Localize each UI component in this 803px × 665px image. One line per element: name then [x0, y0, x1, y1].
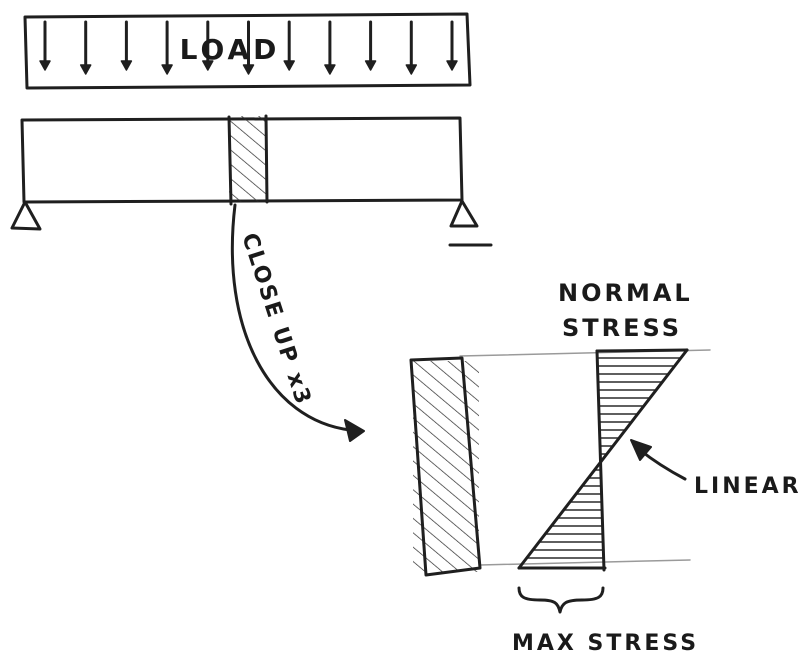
load-arrow-icon	[79, 20, 92, 75]
normal-stress-label-line2: STRESS	[562, 314, 682, 342]
max-stress-brace	[517, 586, 605, 614]
left-support-icon	[10, 200, 42, 231]
load-arrow-icon	[446, 20, 458, 71]
load-arrow-icon	[39, 20, 51, 71]
compression-region-hatching	[526, 469, 604, 559]
load-label: LOAD	[180, 33, 281, 66]
linear-pointer-arrow	[630, 439, 687, 481]
load-arrow-icon	[364, 20, 377, 71]
load-arrows	[39, 20, 458, 75]
load-arrow-icon	[242, 20, 255, 75]
linear-label: LINEAR	[694, 474, 802, 499]
load-arrow-icon	[324, 20, 336, 75]
stress-diagram	[517, 348, 689, 572]
tension-region-hatching	[597, 357, 681, 455]
load-arrow-icon	[120, 20, 133, 71]
close-up-arrow	[230, 203, 365, 442]
right-support-icon	[448, 199, 493, 247]
load-box	[23, 12, 472, 90]
beam-section-strip	[227, 114, 269, 206]
section-faint-guides	[459, 349, 711, 566]
max-stress-label: MAX STRESS	[512, 631, 699, 656]
load-arrow-icon	[405, 20, 418, 75]
load-arrow-icon	[161, 20, 173, 75]
close-up-label: CLOSE UP x3	[236, 230, 315, 409]
section-closeup	[409, 356, 482, 577]
normal-stress-label-line1: NORMAL	[558, 279, 693, 307]
load-arrow-icon	[202, 20, 214, 71]
load-arrow-icon	[283, 20, 295, 71]
